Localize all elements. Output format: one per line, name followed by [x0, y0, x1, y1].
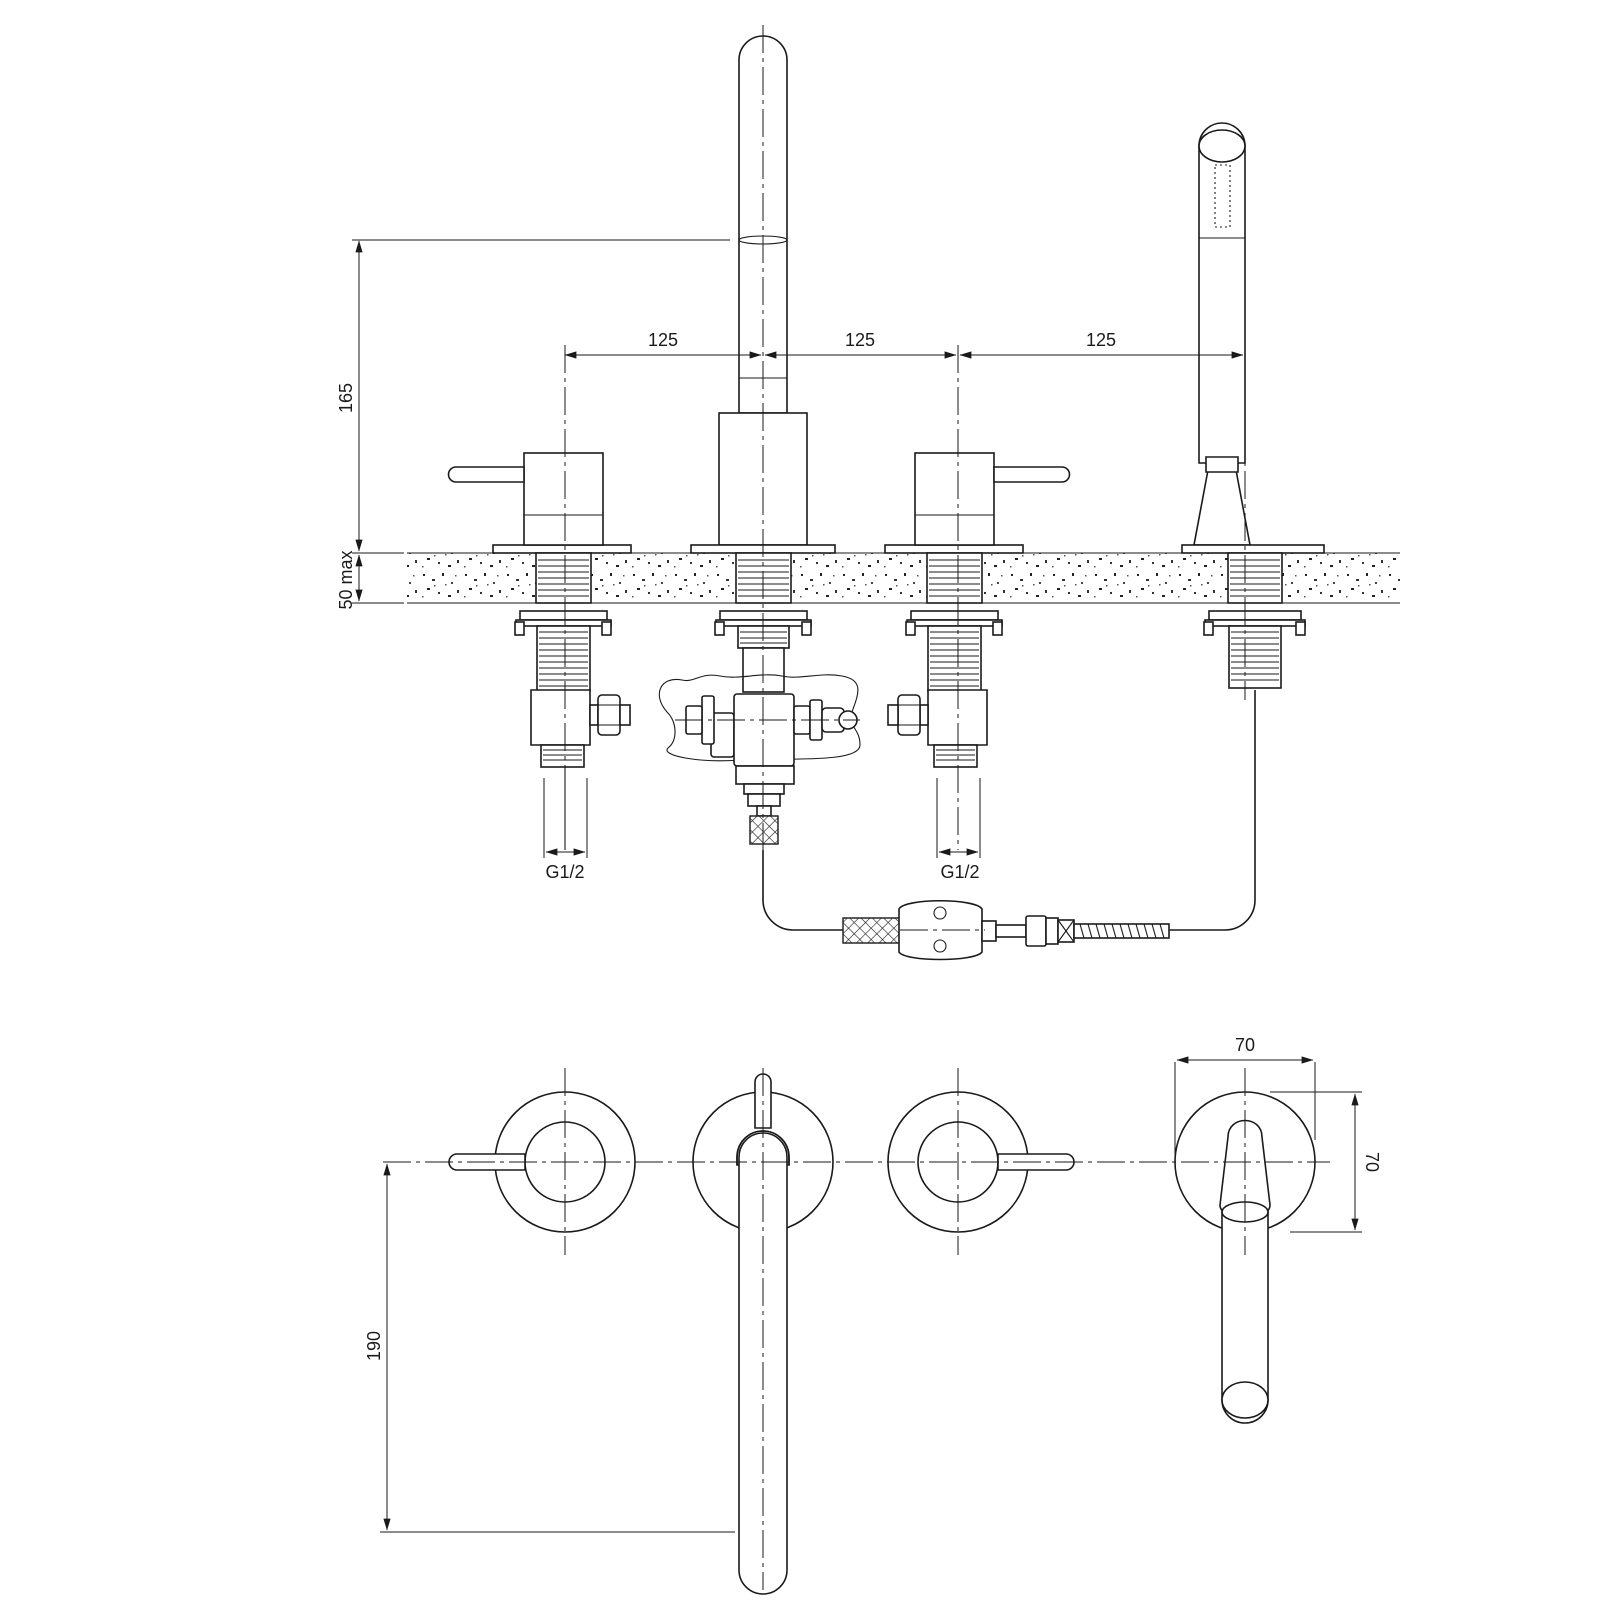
elevation-view: 125 125 125 165 50 max G1/2 G: [336, 25, 1400, 961]
dimension-deck: 50 max: [336, 550, 404, 610]
dimension-projection-label: 190: [364, 1331, 384, 1361]
dimension-spacing: 125 125 125: [564, 330, 1244, 359]
hand-shower: [1181, 122, 1325, 689]
dimension-escutcheon-height: 70: [1270, 1091, 1382, 1233]
dimension-thread-left: G1/2: [543, 778, 588, 882]
left-valve: [447, 452, 632, 850]
dimension-spout-height: 165: [336, 239, 730, 552]
dimension-deck-label: 50 max: [336, 550, 356, 609]
plan-view: 190 70 70: [364, 1035, 1382, 1595]
dimension-spacing-1: 125: [648, 330, 678, 350]
dimension-thread-right: G1/2: [936, 778, 981, 882]
dimension-escutcheon-width-label: 70: [1235, 1035, 1255, 1055]
dimension-escutcheon-height-label: 70: [1362, 1152, 1382, 1172]
shower-hose: [762, 690, 1256, 961]
dimension-projection: 190: [364, 1163, 735, 1533]
dimension-thread-left-label: G1/2: [545, 862, 584, 882]
dimension-spacing-3: 125: [1086, 330, 1116, 350]
dimension-spacing-2: 125: [845, 330, 875, 350]
dimension-thread-right-label: G1/2: [940, 862, 979, 882]
dimension-escutcheon-width: 70: [1174, 1035, 1316, 1162]
dimension-spout-height-label: 165: [336, 383, 356, 413]
diverter: [658, 674, 861, 845]
hand-shower-plan: [1174, 1091, 1316, 1424]
right-valve: [884, 452, 1071, 768]
